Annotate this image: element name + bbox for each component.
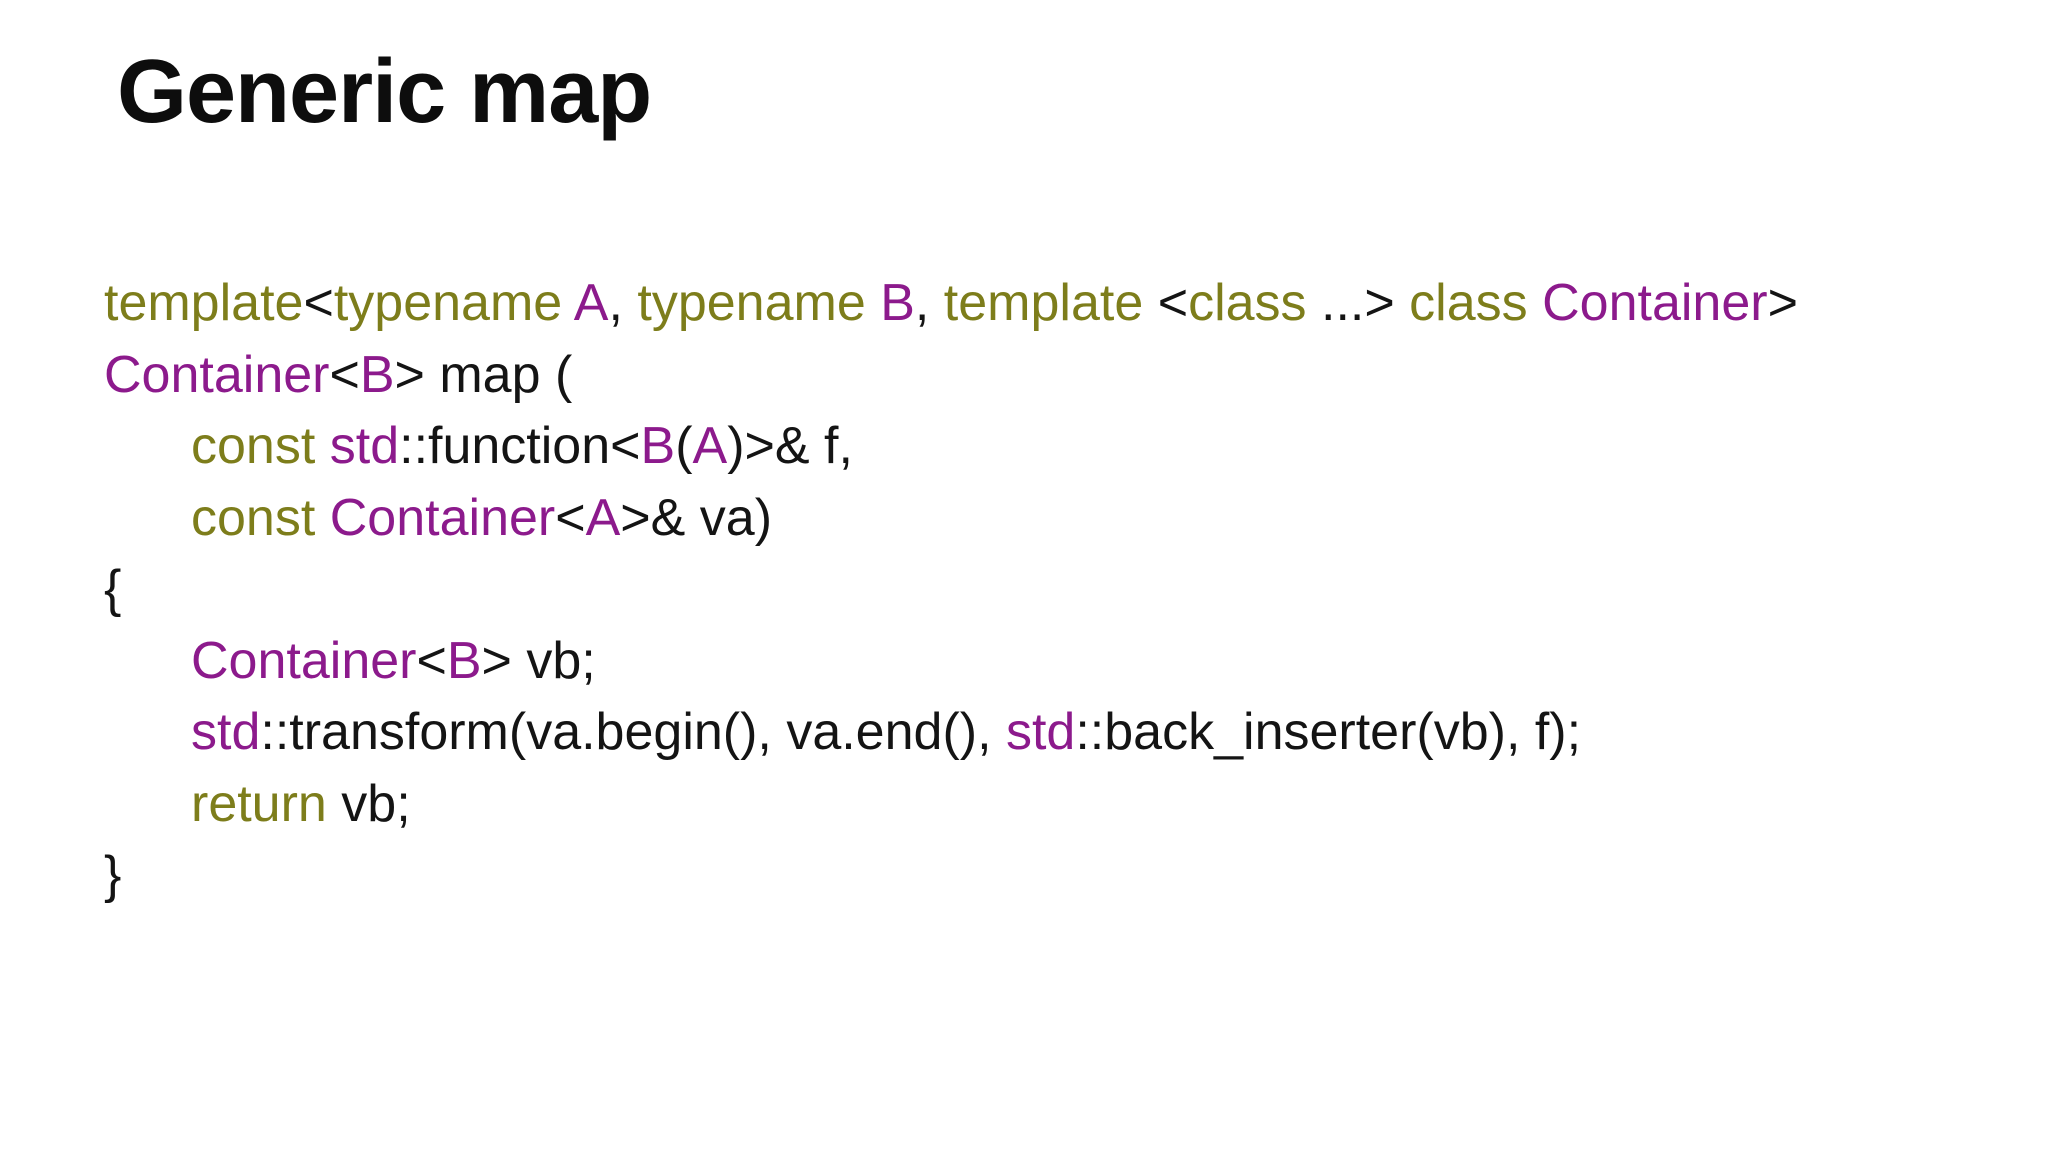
code-token-type: std xyxy=(191,703,261,761)
code-token-type: B xyxy=(640,417,676,475)
code-line: const std::function<B(A)>& f, xyxy=(104,411,1798,483)
code-line: Container<B> map ( xyxy=(104,340,1798,412)
code-token-plain: < xyxy=(416,631,447,690)
code-token-plain: vb; xyxy=(326,774,411,833)
code-token-type: A xyxy=(573,274,609,332)
code-token-keyword: template xyxy=(104,274,304,332)
code-token-plain xyxy=(1528,274,1542,332)
code-token-type: Container xyxy=(104,345,330,404)
code-block: template<typename A, typename B, templat… xyxy=(104,268,1798,912)
code-token-plain: { xyxy=(104,560,122,618)
code-token-type: Container xyxy=(191,631,417,690)
code-token-type: A xyxy=(692,417,728,475)
code-token-plain xyxy=(315,417,329,475)
code-token-keyword: typename xyxy=(333,274,563,332)
code-token-type: B xyxy=(359,345,395,404)
code-token-plain xyxy=(315,489,329,547)
code-token-type: std xyxy=(329,417,400,475)
code-token-plain: >& va) xyxy=(620,488,773,547)
code-token-plain: ::function< xyxy=(399,417,641,475)
code-line: const Container<A>& va) xyxy=(104,483,1798,555)
code-token-type: Container xyxy=(329,488,556,547)
code-line: { xyxy=(104,554,1798,626)
code-token-type: B xyxy=(446,631,482,690)
code-token-plain: < xyxy=(555,488,586,547)
code-token-plain: < xyxy=(1143,274,1189,332)
code-line: return vb; xyxy=(104,769,1798,841)
code-token-plain: ( xyxy=(675,417,693,475)
code-token-plain: > map ( xyxy=(394,345,573,404)
code-token-plain: < xyxy=(329,345,360,404)
code-token-plain: } xyxy=(104,846,122,904)
code-token-keyword: template xyxy=(943,274,1144,332)
code-token-keyword: const xyxy=(191,488,316,547)
code-token-plain: , xyxy=(608,274,638,332)
code-token-plain xyxy=(562,274,574,332)
code-token-plain: < xyxy=(303,274,334,332)
code-token-plain: ::transform(va.begin(), va.end(), xyxy=(260,703,1006,761)
code-token-type: Container xyxy=(1542,274,1768,332)
code-token-type: B xyxy=(880,274,915,332)
code-token-keyword: class xyxy=(1188,274,1307,332)
code-token-plain: > xyxy=(1767,274,1798,332)
code-line: std::transform(va.begin(), va.end(), std… xyxy=(104,697,1798,769)
code-line: } xyxy=(104,840,1798,912)
code-token-type: A xyxy=(585,488,621,547)
code-token-plain: ...> xyxy=(1306,274,1410,332)
code-token-keyword: return xyxy=(191,774,327,833)
code-token-type: std xyxy=(1005,703,1076,761)
code-token-plain: , xyxy=(914,274,944,332)
code-token-keyword: const xyxy=(191,417,316,475)
code-token-plain: > vb; xyxy=(481,631,596,690)
code-line: template<typename A, typename B, templat… xyxy=(104,268,1798,340)
page-title: Generic map xyxy=(117,42,652,142)
code-token-keyword: class xyxy=(1409,274,1528,332)
code-token-plain xyxy=(866,274,880,332)
code-token-plain: ::back_inserter(vb), f); xyxy=(1075,703,1582,761)
code-token-plain: )>& f, xyxy=(727,417,853,475)
code-line: Container<B> vb; xyxy=(104,626,1798,698)
code-token-keyword: typename xyxy=(637,274,866,332)
